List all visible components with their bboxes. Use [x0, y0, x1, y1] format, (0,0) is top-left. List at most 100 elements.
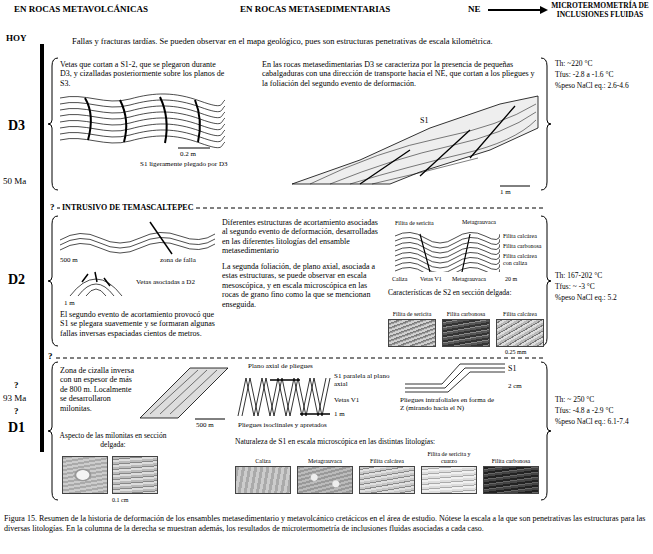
bracket — [48, 58, 551, 500]
label: Filita calcárea — [503, 233, 537, 240]
ne-arrow — [488, 6, 548, 14]
shear-zone-sketch — [150, 370, 217, 414]
label: Th: ~220 °C — [555, 60, 651, 69]
label: ? — [46, 351, 55, 362]
label: Fallas y fracturas tardías. Se pueden ob… — [72, 36, 542, 46]
bracket — [48, 216, 58, 346]
isoclinal-fold-sketch — [242, 378, 330, 416]
panel-label: Filita calcárea — [496, 311, 544, 318]
micrograph-panel: Filita calcárea — [496, 311, 544, 347]
micrograph-panel: Filita carbonosa — [442, 311, 490, 347]
label: 1 m — [64, 299, 75, 307]
label: D1 — [8, 420, 25, 437]
label: EN ROCAS METAVOLCÁNICAS — [14, 4, 148, 15]
label: INTRUSIVO DE TEMASCALTEPEC — [60, 203, 195, 212]
label: %peso NaCl eq.: 5.2 — [555, 294, 651, 303]
label: Filita calcárea con caliza — [503, 253, 545, 267]
label: Naturaleza de S1 en escala microscópica … — [235, 438, 545, 447]
thin-section-image — [359, 466, 415, 494]
fold-fault-sketch — [60, 232, 215, 243]
label: S1 — [508, 364, 516, 373]
label: ? — [14, 380, 19, 391]
bracket — [48, 362, 58, 500]
micrograph-panel: Metagrauvaca — [297, 458, 353, 494]
vein-sketch — [60, 94, 225, 148]
label: MICROTERMOMETRÍA DE INCLUSIONES FLUIDAS — [549, 2, 651, 20]
panel-label: Caliza — [235, 458, 291, 465]
vein-sketch — [60, 136, 225, 148]
vein-sketch — [60, 94, 225, 106]
label: 50 Ma — [3, 176, 26, 187]
label: Vetas V1 — [420, 276, 442, 283]
label: El segundo evento de acortamiento provoc… — [60, 310, 223, 338]
layered-fold-sketch — [395, 232, 500, 272]
label: Caliza — [392, 276, 407, 283]
label: S1 ligeramente plegado por D3 — [140, 160, 250, 168]
label: 1 m — [334, 410, 345, 418]
shear-zone-sketch — [195, 419, 225, 420]
label: %peso NaCl eq.: 6.1-7.4 — [555, 418, 651, 427]
label: Pliegues isoclinales y apretados — [238, 421, 338, 429]
label: S1 paralela al plano axial — [334, 372, 396, 389]
label: Aspecto de las milonitas en sección delg… — [58, 432, 168, 450]
timeline — [40, 44, 44, 452]
fold-fault-sketch — [82, 272, 110, 286]
micrograph-panel: Filita carbonosa — [483, 458, 539, 494]
ne-arrow — [488, 9, 540, 11]
bracket — [541, 362, 551, 500]
thin-section-image — [388, 319, 436, 347]
bracket — [48, 58, 58, 190]
label: 500 m — [196, 421, 214, 429]
label: Plano axial de pliegues — [248, 362, 313, 370]
panel-label: Filita de sericita — [388, 311, 436, 318]
label: Th: ~ 250 °C — [555, 396, 651, 405]
label: Filita de sericita — [395, 220, 434, 227]
label: 0.2 m — [180, 150, 196, 158]
layered-fold-sketch — [420, 234, 470, 272]
bracket — [541, 58, 551, 190]
thin-section-image — [496, 319, 544, 347]
thrust-sketch — [292, 96, 538, 186]
label: 20 m — [505, 276, 517, 283]
vein-sketch — [85, 97, 200, 143]
label: Vetas que cortan a S1-2, que se plegaron… — [60, 60, 225, 88]
label: ? — [14, 406, 19, 417]
fold-fault-sketch — [150, 222, 172, 254]
isoclinal-fold-sketch — [270, 380, 330, 414]
micrograph-panel: Filita de sericita — [388, 311, 436, 347]
label: Metagrauvaca — [452, 276, 486, 283]
label: Vetas asociadas a D2 — [136, 278, 198, 286]
thin-section-image — [421, 466, 477, 494]
label: La segunda foliación, de plano axial, as… — [222, 262, 382, 309]
label: S1 — [420, 116, 428, 125]
figure-caption: Figura 15. Resumen de la historia de def… — [4, 514, 649, 533]
label: 0.25 mm — [505, 349, 526, 356]
label: 93 Ma — [3, 393, 26, 404]
z-fold-sketch — [405, 368, 505, 388]
label: 1 m — [500, 188, 511, 196]
dashed-divider — [56, 208, 545, 358]
label: HOY — [6, 33, 27, 44]
z-fold-sketch — [405, 364, 505, 392]
panel-label: Filita carbonosa — [442, 311, 490, 318]
shear-zone-sketch — [140, 368, 228, 418]
mylonite-photo — [62, 456, 108, 494]
fold-fault-sketch — [60, 242, 215, 253]
label: zona de falla — [160, 256, 200, 264]
label: 2 cm — [508, 382, 522, 390]
panel-label: Filita calcárea — [359, 458, 415, 465]
label: Tfus: -2.8 a -1.6 °C — [555, 71, 651, 80]
label: Características de S2 en sección delgada… — [388, 289, 548, 298]
label: Diferentes estructuras de acortamiento a… — [222, 218, 382, 256]
shear-zone-sketch — [140, 368, 228, 419]
fold-fault-sketch — [60, 222, 215, 296]
ne-arrow — [540, 6, 548, 14]
layered-fold-sketch — [395, 267, 500, 272]
thin-section-image — [297, 466, 353, 494]
z-fold-sketch — [405, 372, 505, 392]
micrograph-panel: Caliza — [235, 458, 291, 494]
thin-section-image — [235, 466, 291, 494]
label: Tfus: ~ -3 °C — [555, 283, 651, 292]
label: En las rocas metasedimentarias D3 se car… — [262, 60, 537, 88]
